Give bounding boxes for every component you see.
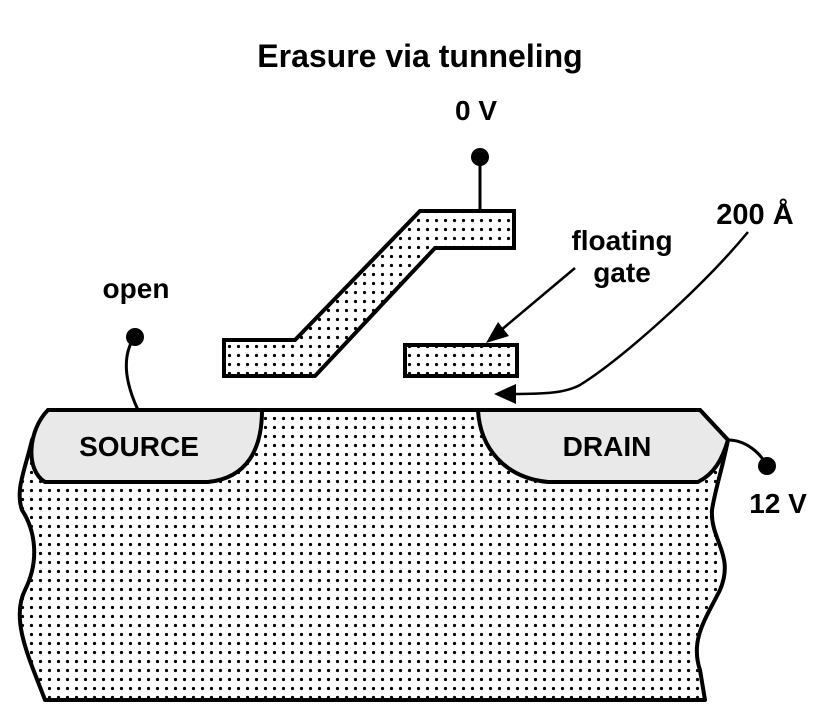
source-wire bbox=[124, 335, 140, 411]
drain-region bbox=[476, 408, 730, 484]
source-terminal-label: open bbox=[103, 273, 170, 304]
floating-gate-label-line1: floating bbox=[571, 225, 672, 256]
floating-gate bbox=[403, 343, 519, 378]
control-gate bbox=[222, 209, 516, 378]
control-gate-terminal[interactable] bbox=[471, 148, 489, 166]
source-region bbox=[29, 408, 264, 484]
oxide-thickness-label: 200 Å bbox=[716, 198, 793, 231]
floating-gate-pointer-arrowhead bbox=[486, 322, 509, 343]
oxide-thickness-pointer-line bbox=[511, 231, 749, 396]
floating-gate-pointer-line bbox=[499, 267, 576, 332]
diagram-title: Erasure via tunneling bbox=[257, 38, 582, 74]
source-terminal[interactable] bbox=[126, 328, 144, 346]
control-gate-voltage-label: 0 V bbox=[455, 95, 497, 126]
drain-terminal[interactable] bbox=[758, 457, 776, 475]
source-label: SOURCE bbox=[79, 431, 199, 462]
drain-voltage-label: 12 V bbox=[749, 488, 807, 519]
oxide-thickness-pointer-arrowhead bbox=[494, 384, 516, 404]
drain-label: DRAIN bbox=[563, 431, 652, 462]
floating-gate-label-line2: gate bbox=[593, 257, 651, 288]
